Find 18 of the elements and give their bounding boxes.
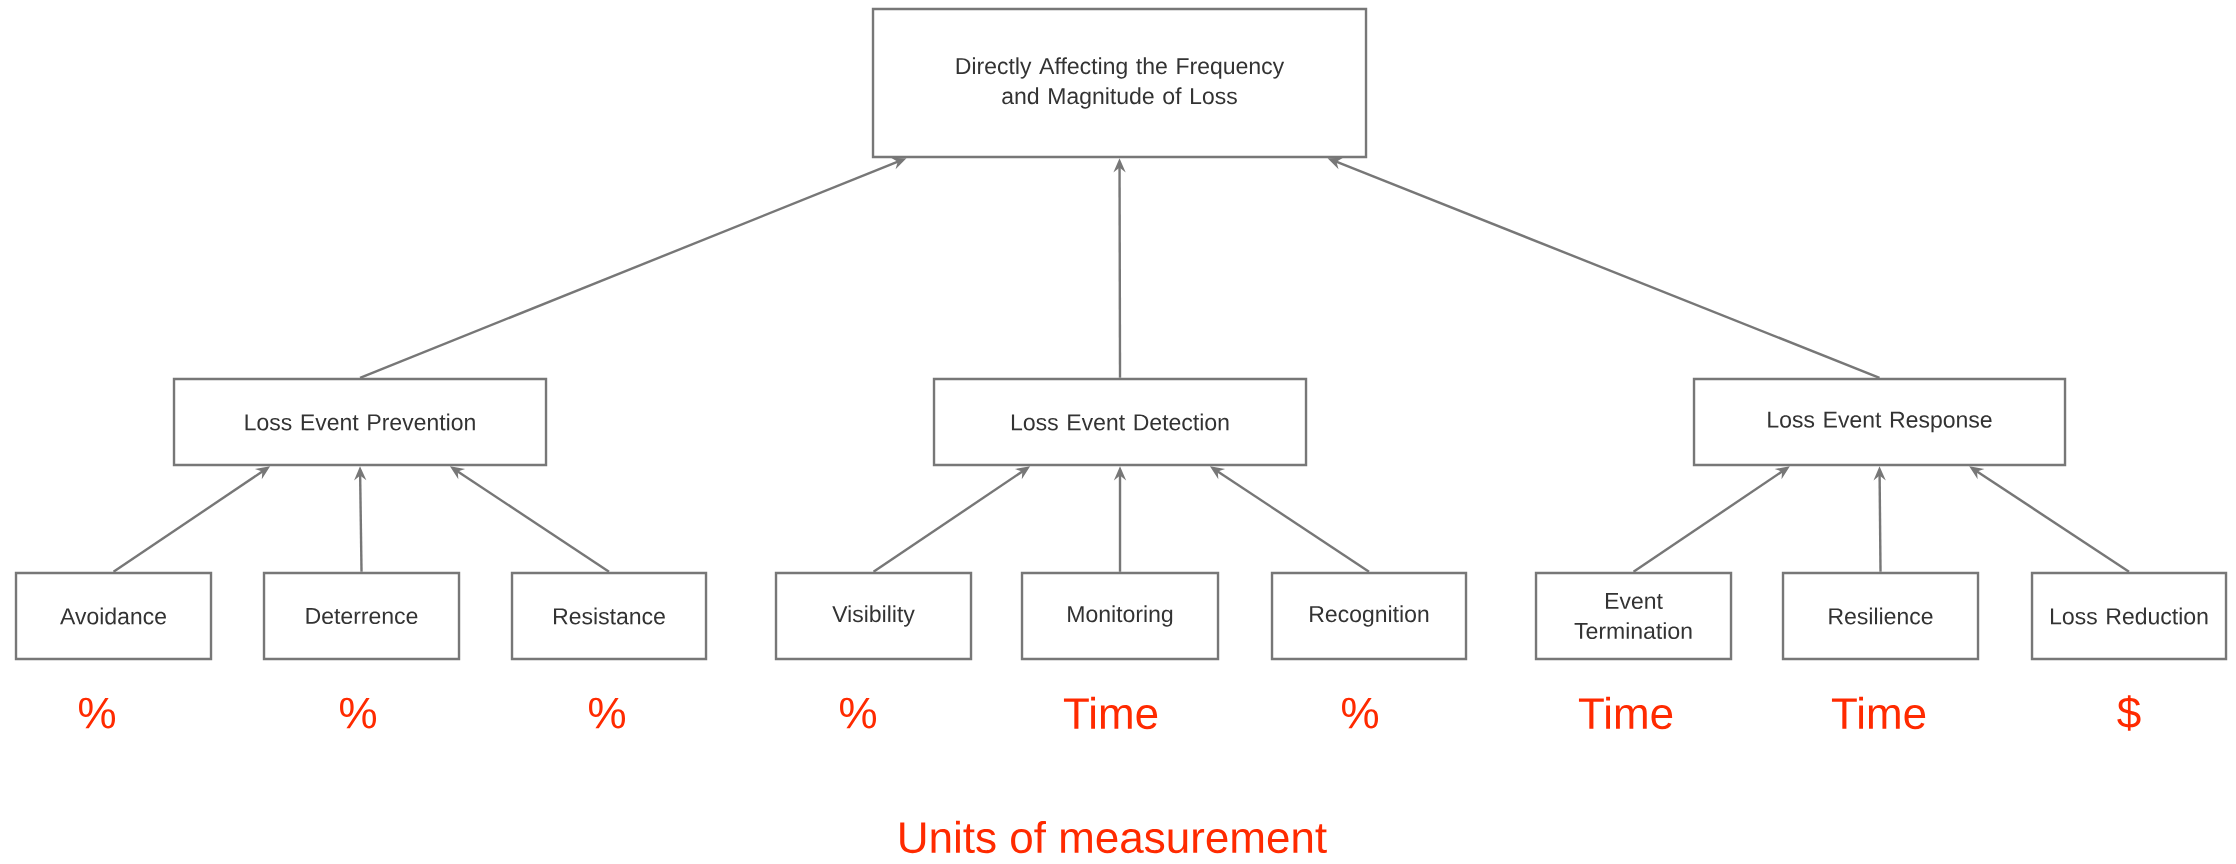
box: Avoidance bbox=[14, 571, 213, 661]
box: Monitoring bbox=[1020, 571, 1220, 661]
box: Event Termination bbox=[1534, 571, 1733, 661]
box: Recognition bbox=[1270, 571, 1468, 661]
box: Resilience bbox=[1781, 571, 1980, 661]
box: Loss Reduction bbox=[2030, 571, 2228, 661]
unit-label: Time bbox=[1578, 696, 1673, 730]
box: Directly Affecting the Frequency and Magnitude of Loss bbox=[871, 7, 1368, 159]
box: Deterrence bbox=[262, 571, 461, 661]
unit-label: Time bbox=[1831, 696, 1926, 730]
box: Loss Event Prevention bbox=[172, 377, 548, 467]
box: Visibility bbox=[774, 571, 973, 661]
box: Loss Event Response bbox=[1692, 377, 2067, 467]
unit-label: Time bbox=[1063, 696, 1158, 730]
footnote-text: Units of measurement bbox=[900, 820, 1327, 854]
box: Loss Event Detection bbox=[932, 377, 1308, 467]
box: Resistance bbox=[510, 571, 708, 661]
unit-label: % bbox=[1342, 697, 1378, 729]
